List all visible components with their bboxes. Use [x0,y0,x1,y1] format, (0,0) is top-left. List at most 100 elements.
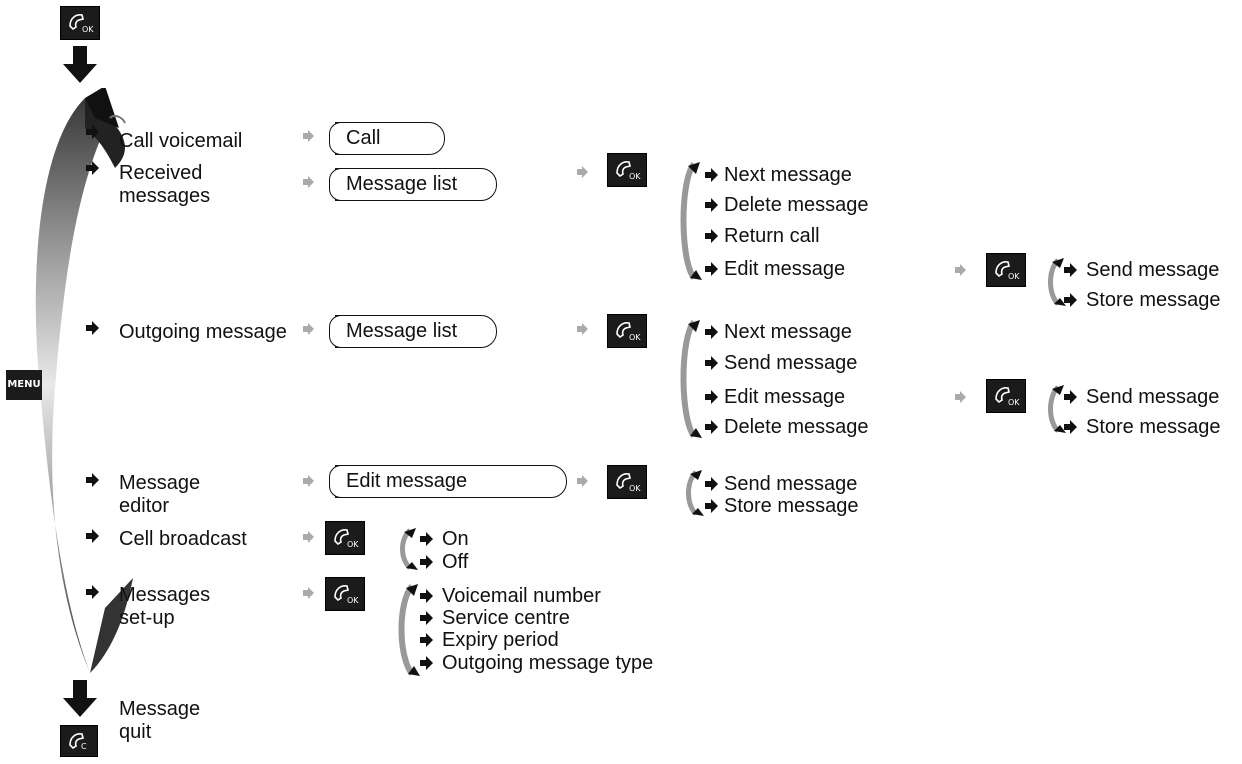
screen-editor: Edit message [329,464,567,498]
option-arrow-icon [705,499,718,513]
option-arrow-icon [705,168,718,182]
option-on[interactable]: On [442,528,469,550]
option-arrow-icon [705,229,718,243]
down-arrow-icon [63,680,97,717]
option-arrow-icon [705,198,718,212]
option-arrow-icon [420,656,433,670]
option-arrow-icon [705,477,718,491]
option-off[interactable]: Off [442,551,469,573]
option-edit-message[interactable]: Edit message [724,386,846,408]
option-store-message[interactable]: Store message [1086,289,1221,311]
next-arrow-icon [577,166,588,178]
next-arrow-icon [577,475,588,487]
option-arrow-icon [705,356,718,370]
screen-outgoing-list: Message list [329,314,497,348]
cycle-bracket-icon [1048,385,1066,433]
option-next-message[interactable]: Next message [724,321,852,343]
svg-text:OK: OK [82,25,94,34]
next-arrow-icon [303,531,314,543]
next-arrow-icon [955,391,966,403]
option-store-message[interactable]: Store message [1086,416,1221,438]
option-arrow-icon [420,555,433,569]
next-arrow-icon [955,264,966,276]
down-arrow-icon [63,46,97,83]
cycle-bracket-icon [400,528,418,570]
ok-key-icon[interactable]: OK [607,314,647,348]
ok-key-icon[interactable]: OK [325,577,365,611]
svg-text:OK: OK [347,540,359,549]
option-voicemail-number[interactable]: Voicemail number [442,585,601,607]
option-return-call[interactable]: Return call [724,225,820,247]
option-send-message[interactable]: Send message [1086,386,1220,408]
ok-key-icon[interactable]: OK [607,153,647,187]
option-arrow-icon [705,325,718,339]
item-arrow-icon [86,529,99,543]
menu-item-editor-line2[interactable]: editor [119,495,170,517]
cycle-bracket-icon [686,470,704,516]
ok-key-icon[interactable]: OK [607,465,647,499]
item-arrow-icon [86,125,99,139]
menu-item-outgoing-message[interactable]: Outgoing message [119,321,287,343]
item-arrow-icon [86,473,99,487]
option-send-message[interactable]: Send message [724,473,858,495]
option-arrow-icon [1064,390,1077,404]
menu-item-editor-line1[interactable]: Message [119,472,201,494]
menu-item-cell-broadcast[interactable]: Cell broadcast [119,528,247,550]
cycle-bracket-icon [398,584,420,676]
next-arrow-icon [303,587,314,599]
menu-item-call-voicemail[interactable]: Call voicemail [119,130,243,152]
option-arrow-icon [420,589,433,603]
screen-call: Call [329,121,445,155]
svg-text:C: C [81,742,87,751]
next-arrow-icon [303,176,314,188]
item-arrow-icon [86,585,99,599]
option-outgoing-message-type[interactable]: Outgoing message type [442,652,654,674]
option-edit-message[interactable]: Edit message [724,258,846,280]
menu-item-received-line2[interactable]: messages [119,185,211,207]
menu-item-received-line1[interactable]: Received [119,162,203,184]
svg-text:OK: OK [629,172,641,181]
quit-label-line2: quit [119,721,152,743]
option-arrow-icon [705,262,718,276]
next-arrow-icon [303,130,314,142]
item-arrow-icon [86,161,99,175]
option-arrow-icon [705,420,718,434]
cycle-bracket-icon [1048,258,1066,306]
option-arrow-icon [420,532,433,546]
svg-text:OK: OK [629,484,641,493]
ok-key-icon[interactable]: OK [986,379,1026,413]
menu-key-icon[interactable]: MENU [6,370,42,400]
menu-item-setup-line1[interactable]: Messages [119,584,211,606]
option-arrow-icon [1064,263,1077,277]
next-arrow-icon [303,475,314,487]
svg-text:OK: OK [1008,398,1020,407]
screen-received-list: Message list [329,167,497,201]
svg-text:OK: OK [347,596,359,605]
option-arrow-icon [1064,420,1077,434]
cycle-bracket-icon [680,320,702,438]
option-expiry-period[interactable]: Expiry period [442,629,559,651]
next-arrow-icon [577,323,588,335]
next-arrow-icon [303,323,314,335]
option-delete-message[interactable]: Delete message [724,194,869,216]
option-store-message[interactable]: Store message [724,495,859,517]
ok-key-icon[interactable]: OK [60,6,100,40]
option-arrow-icon [420,611,433,625]
option-send-message[interactable]: Send message [1086,259,1220,281]
option-next-message[interactable]: Next message [724,164,852,186]
option-arrow-icon [420,633,433,647]
menu-cycle-ring-icon [35,88,133,673]
ok-key-icon[interactable]: OK [986,253,1026,287]
svg-text:OK: OK [629,333,641,342]
option-send-message[interactable]: Send message [724,352,858,374]
option-service-centre[interactable]: Service centre [442,607,570,629]
option-delete-message[interactable]: Delete message [724,416,869,438]
item-arrow-icon [86,321,99,335]
svg-text:OK: OK [1008,272,1020,281]
ok-key-icon[interactable]: OK [325,521,365,555]
menu-item-setup-line2[interactable]: set-up [119,607,175,629]
cycle-bracket-icon [680,162,702,280]
option-arrow-icon [1064,293,1077,307]
quit-label-line1: Message [119,698,201,720]
clear-key-icon[interactable]: C [60,725,98,757]
